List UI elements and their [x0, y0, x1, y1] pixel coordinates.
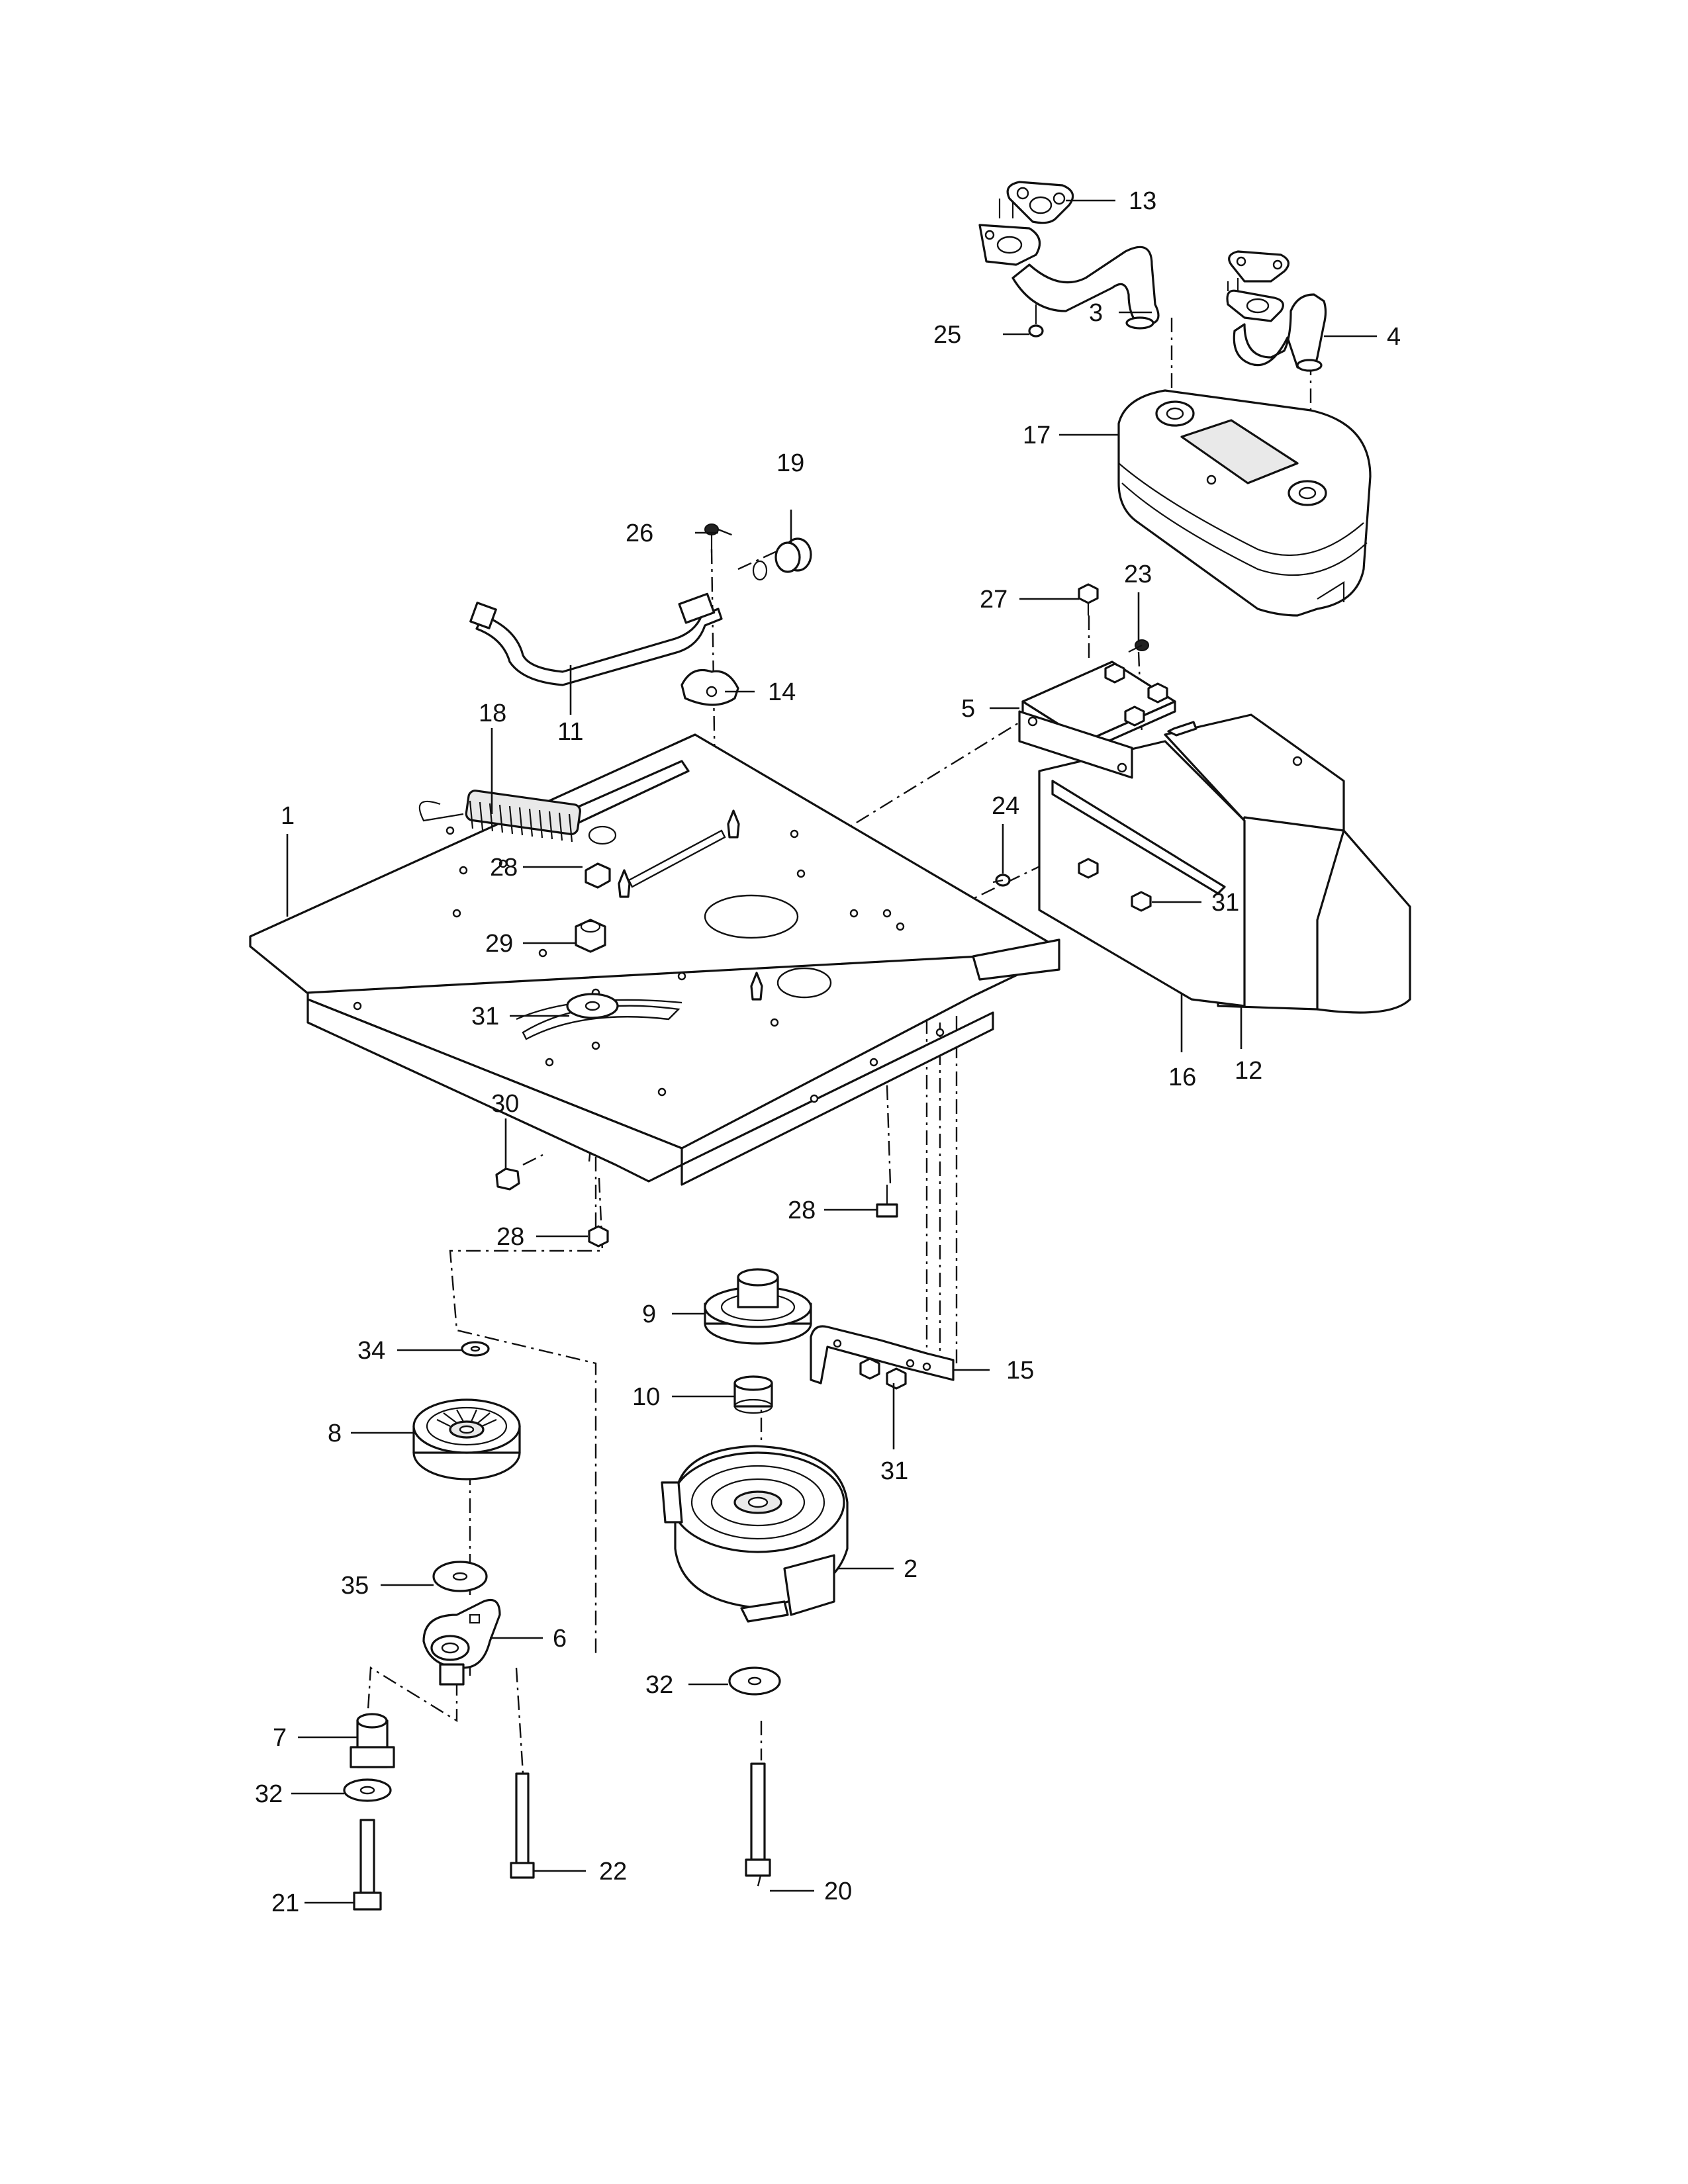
part-13-gasket: [1006, 181, 1074, 224]
callout-14: 14: [768, 678, 796, 706]
callout-10: 10: [632, 1383, 660, 1411]
part-7-spacer: [350, 1713, 395, 1768]
part-17-muffler: [1117, 389, 1372, 617]
callout-22: 22: [599, 1858, 627, 1886]
part-28-nut-top: [585, 862, 611, 889]
callout-2: 2: [904, 1555, 917, 1583]
callout-32-bottom: 32: [645, 1671, 673, 1699]
part-1-mounting-plate: [249, 733, 1060, 1186]
callout-24: 24: [992, 792, 1019, 820]
part-15-bracket: [810, 1325, 955, 1390]
part-32-washer-lower: [728, 1666, 781, 1696]
callout-6: 6: [553, 1625, 567, 1653]
part-21-bolt: [353, 1819, 382, 1911]
part-31-nut-right: [1078, 858, 1152, 912]
callout-28-bottom: 28: [788, 1197, 816, 1224]
callout-25: 25: [933, 321, 961, 349]
part-34-washer: [461, 1341, 490, 1357]
callout-20: 20: [824, 1878, 852, 1905]
part-28-bolt: [876, 1185, 898, 1218]
callout-31-right: 31: [1211, 889, 1239, 917]
part-2-clutch: [661, 1445, 849, 1623]
part-32-washer-top: [566, 993, 619, 1019]
callout-31-left: 30: [491, 1090, 519, 1118]
part-35-washer: [432, 1561, 488, 1592]
callout-19: 19: [776, 449, 804, 477]
part-14-clamp: [680, 668, 739, 706]
callout-33: 32: [255, 1780, 283, 1808]
part-31-nut-left: [495, 1167, 520, 1191]
callout-9: 9: [642, 1300, 656, 1328]
part-30-nut: [575, 919, 606, 953]
part-9-pulley: [704, 1268, 812, 1345]
part-27-bolt: [1078, 583, 1099, 615]
part-22-bolt: [510, 1772, 535, 1879]
callout-1: 1: [281, 802, 295, 830]
callout-8: 8: [328, 1420, 342, 1447]
part-18-spring: [418, 790, 617, 845]
callout-4: 4: [1387, 323, 1401, 351]
part-10-bushing: [733, 1375, 773, 1414]
part-5-bracket: [1018, 660, 1197, 779]
part-26-screw: [704, 523, 719, 553]
callout-17: 17: [1023, 422, 1051, 449]
callout-29: 28: [496, 1223, 524, 1251]
part-8-idler-pulley: [412, 1398, 521, 1480]
part-12-shield: [1164, 713, 1411, 1014]
part-16-shield-plate: [1038, 740, 1246, 1007]
part-19-fitting: [752, 537, 812, 581]
callout-31-bottom: 31: [880, 1457, 908, 1485]
leader-lines: [286, 199, 1377, 1904]
part-6-idler-arm: [422, 1598, 501, 1686]
callout-35: 35: [341, 1572, 369, 1600]
part-29-nut: [588, 1225, 609, 1248]
part-23-screw: [1128, 639, 1149, 653]
callout-34: 34: [357, 1337, 385, 1365]
callout-13: 13: [1129, 187, 1156, 215]
part-4-exhaust-pipe: [1226, 250, 1327, 372]
part-33-washer: [343, 1778, 392, 1802]
part-24-bolt: [992, 874, 1011, 887]
callout-23: 23: [1124, 561, 1152, 588]
callout-labels: 13 3 4 25 17 19 26 14 11 18 1 28 29 31 3…: [255, 187, 1401, 1917]
callout-18: 18: [479, 700, 506, 727]
callout-7: 7: [273, 1724, 287, 1752]
callout-16: 16: [1168, 1064, 1196, 1091]
callout-3: 3: [1089, 299, 1103, 327]
callout-5: 5: [961, 695, 975, 723]
part-11-fuel-line: [469, 592, 723, 686]
callout-30: 29: [485, 930, 513, 958]
plate-holes: [353, 826, 945, 1103]
callout-21: 21: [271, 1889, 299, 1917]
callout-27: 27: [980, 586, 1008, 614]
part-3-exhaust-pipe: [978, 199, 1160, 330]
callout-32-top: 31: [471, 1003, 499, 1030]
callout-28-top: 28: [490, 854, 518, 882]
callout-12: 12: [1235, 1057, 1262, 1085]
part-20-bolt: [745, 1762, 771, 1877]
callout-15: 15: [1006, 1357, 1034, 1385]
part-25-bolt: [1028, 304, 1044, 338]
callout-11: 11: [557, 718, 583, 746]
callout-26: 26: [626, 520, 653, 547]
